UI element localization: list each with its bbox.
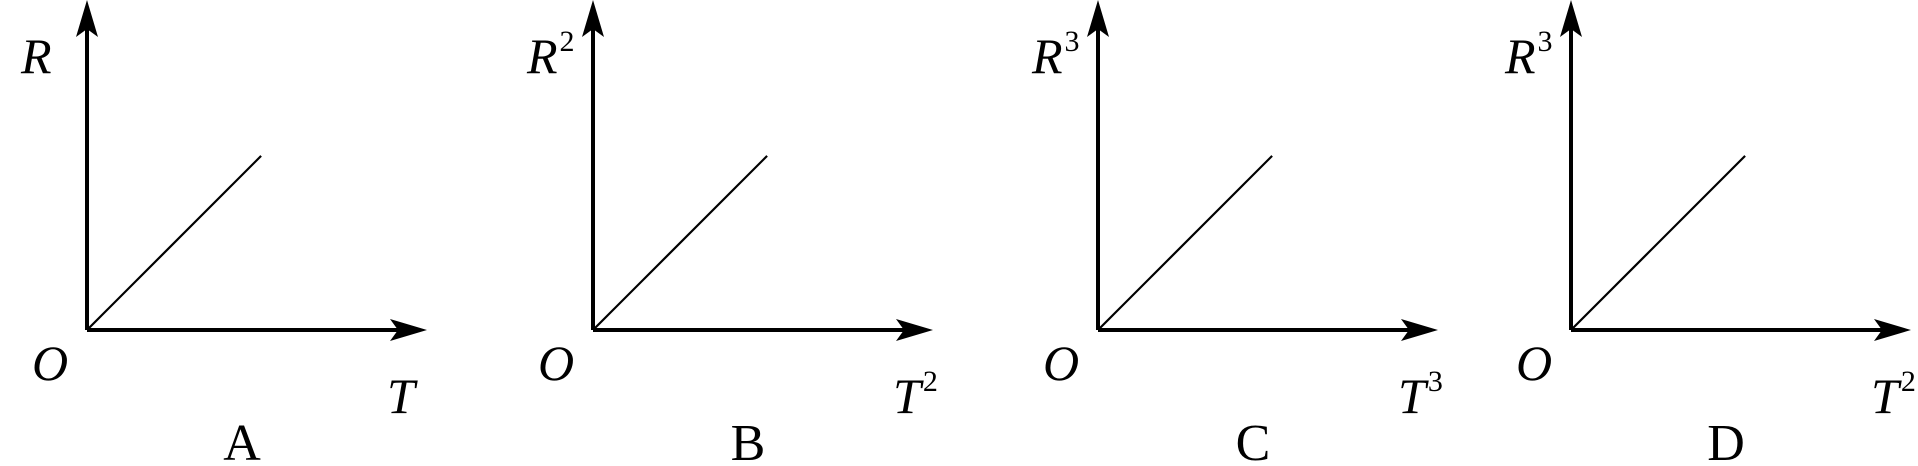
panel-d-x-label-exponent: 2 <box>1901 365 1916 398</box>
panel-c-y-axis-arrow <box>1087 0 1109 37</box>
panel-d-origin-label: O <box>1516 335 1552 391</box>
panel-c-origin-label: O <box>1043 335 1079 391</box>
panel-b-x-label-var: T <box>893 368 924 424</box>
panel-a-y-label: R <box>20 28 52 84</box>
panel-d-series-line-0 <box>1570 155 1746 331</box>
panel-c-label: C <box>1236 415 1271 466</box>
panel-b-x-label: T2 <box>893 365 938 424</box>
panel-b-y-axis-arrow <box>582 0 604 37</box>
panel-a-label: A <box>223 415 261 466</box>
panel-d-x-label-var: T <box>1871 368 1902 424</box>
panel-c-series-line-0 <box>1097 155 1273 331</box>
panel-a-y-label-var: R <box>20 28 52 84</box>
panel-d-x-label: T2 <box>1871 365 1916 424</box>
panel-c-x-axis-arrow <box>1401 319 1438 341</box>
panel-a-y-axis-arrow <box>76 0 98 37</box>
panel-a-origin-label: O <box>32 335 68 391</box>
panel-b-y-label: R2 <box>526 25 575 84</box>
panel-c-y-label-exponent: 3 <box>1065 25 1080 58</box>
panel-b-y-label-exponent: 2 <box>560 25 575 58</box>
panel-c-y-label: R3 <box>1031 25 1080 84</box>
panel-b-label: B <box>731 415 766 466</box>
panel-c-x-label: T3 <box>1398 365 1443 424</box>
panel-b-series-line-0 <box>592 155 768 331</box>
panel-d-y-label-var: R <box>1504 28 1536 84</box>
panel-b-y-label-var: R <box>526 28 558 84</box>
panel-c-y-label-var: R <box>1031 28 1063 84</box>
panel-d-y-label-exponent: 3 <box>1538 25 1553 58</box>
panel-c-x-label-exponent: 3 <box>1428 365 1443 398</box>
panel-d-label: D <box>1707 415 1745 466</box>
panel-c-x-label-var: T <box>1398 368 1429 424</box>
panel-b-origin-label: O <box>538 335 574 391</box>
panel-a-x-label: T <box>387 368 418 424</box>
panel-a-series-line-0 <box>86 155 262 331</box>
panel-a-x-label-var: T <box>387 368 418 424</box>
panel-b-x-label-exponent: 2 <box>923 365 938 398</box>
panel-a-x-axis-arrow <box>390 319 427 341</box>
panel-d-y-axis-arrow <box>1560 0 1582 37</box>
panel-b-x-axis-arrow <box>896 319 933 341</box>
panel-d-y-label: R3 <box>1504 25 1553 84</box>
panel-d-x-axis-arrow <box>1874 319 1911 341</box>
